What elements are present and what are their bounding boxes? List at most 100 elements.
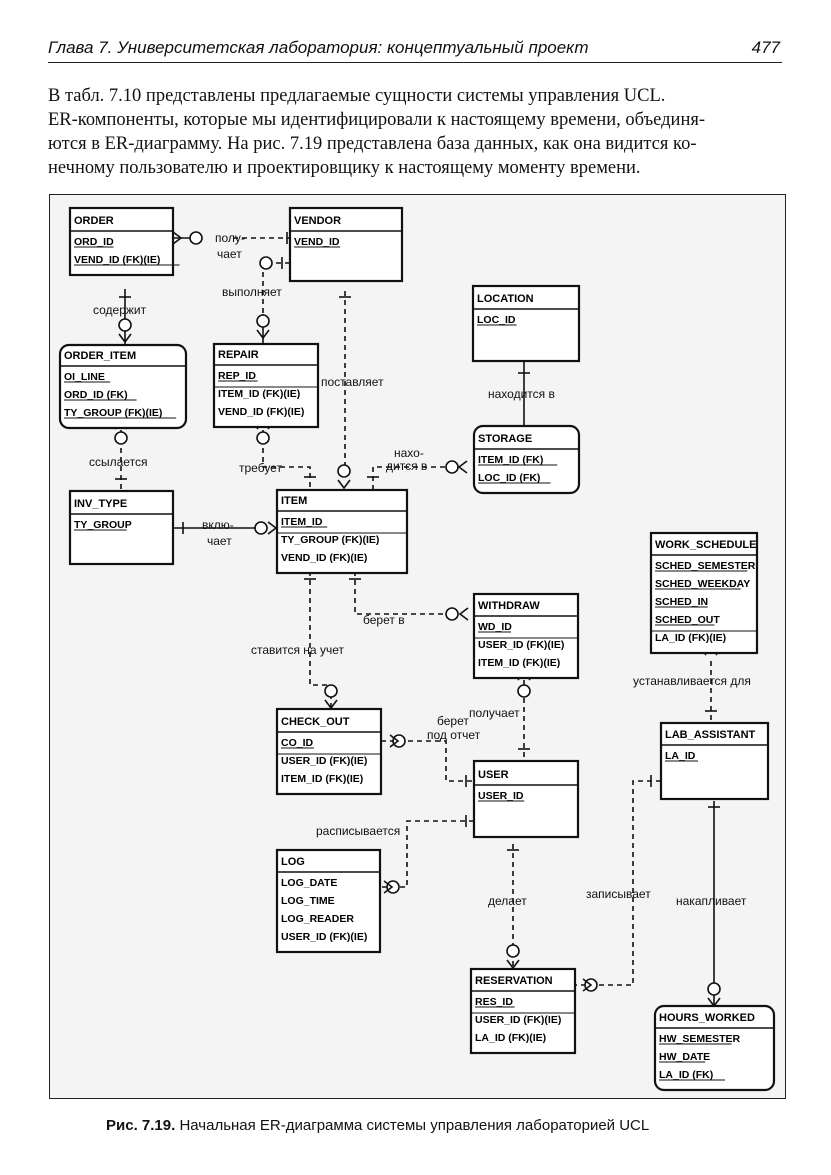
- entity-name: HOURS_WORKED: [659, 1012, 755, 1024]
- relationship-line: [262, 421, 311, 490]
- intro-line: ER-компоненты, которые мы идентифицирова…: [48, 110, 706, 130]
- crows-foot: [389, 734, 400, 748]
- entity-attribute: HW_DATE: [659, 1051, 710, 1063]
- entity-attribute: LOG_DATE: [281, 877, 337, 889]
- relationship-label: записывает: [586, 887, 651, 901]
- entity-lab-assistant: LAB_ASSISTANT LA_ID: [659, 721, 770, 801]
- entity-name: INV_TYPE: [74, 498, 127, 510]
- entity-attribute: ITEM_ID (FK): [478, 454, 543, 466]
- optional-marker: [254, 521, 268, 535]
- entity-attribute: LOG_TIME: [281, 895, 335, 907]
- relationship-label: поставляет: [321, 375, 384, 389]
- relationship-line: [372, 466, 456, 490]
- optional-marker: [256, 314, 270, 328]
- optional-marker: [506, 944, 520, 958]
- crows-foot: [337, 479, 351, 490]
- optional-marker: [118, 318, 132, 332]
- entity-attribute: ITEM_ID: [281, 516, 323, 528]
- relationship-label: ссылается: [89, 455, 147, 469]
- relationship-label: чает: [217, 247, 242, 261]
- relationship-label: чает: [207, 534, 232, 548]
- crows-foot: [383, 880, 394, 894]
- intro-line: ются в ER-диаграмму. На рис. 7.19 предст…: [48, 134, 697, 154]
- entity-attribute: LA_ID: [665, 750, 696, 762]
- entity-name: REPAIR: [218, 349, 259, 361]
- running-header: Глава 7. Университетская лаборатория: ко…: [48, 36, 782, 63]
- entity-attribute: LOG_READER: [281, 913, 354, 925]
- relationship-label: дится в: [386, 459, 427, 473]
- intro-paragraph: В табл. 7.10 представлены предлагаемые с…: [48, 84, 786, 180]
- entity-location: LOCATION LOC_ID: [471, 284, 581, 363]
- relationship-label: вклю-: [202, 518, 234, 532]
- entity-name: STORAGE: [478, 433, 532, 445]
- entity-name: LAB_ASSISTANT: [665, 729, 756, 741]
- entity-attribute: VEND_ID (FK)(IE): [218, 406, 304, 418]
- relationship-label: полу-: [215, 231, 245, 245]
- entity-attribute: VEND_ID: [294, 236, 340, 248]
- entity-name: CHECK_OUT: [281, 716, 350, 728]
- optional-marker: [114, 431, 128, 445]
- entity-attribute: USER_ID (FK)(IE): [478, 639, 564, 651]
- entity-attribute: SCHED_OUT: [655, 614, 720, 626]
- optional-marker: [324, 684, 338, 698]
- relationship-label: делает: [488, 894, 527, 908]
- crows-foot: [256, 329, 270, 340]
- optional-marker: [445, 607, 459, 621]
- entity-attribute: OI_LINE: [64, 371, 105, 383]
- entity-attribute: USER_ID (FK)(IE): [475, 1014, 561, 1026]
- entity-attribute: ITEM_ID (FK)(IE): [281, 773, 363, 785]
- entity-attribute: TY_GROUP: [74, 519, 132, 531]
- relationship-label: выполняет: [222, 285, 282, 299]
- optional-marker: [259, 256, 273, 270]
- entity-name: WITHDRAW: [478, 600, 540, 612]
- entity-attribute: RES_ID: [475, 996, 513, 1008]
- entity-attribute: LA_ID (FK)(IE): [475, 1032, 546, 1044]
- entity-attribute: VEND_ID (FK)(IE): [281, 552, 367, 564]
- relationship-label: устанавливается для: [633, 674, 751, 688]
- relationship-label: берет: [437, 714, 469, 728]
- entity-attribute: CO_ID: [281, 737, 314, 749]
- entity-attribute: USER_ID (FK)(IE): [281, 931, 367, 943]
- entity-log: LOG LOG_DATE LOG_TIME LOG_READER USER_ID (FK…: [275, 848, 382, 954]
- caption-label: Рис. 7.19.: [106, 1117, 176, 1134]
- relationship-label: получает: [469, 706, 520, 720]
- optional-marker: [517, 684, 531, 698]
- relationship-line: [575, 780, 661, 986]
- entity-attribute: HW_SEMESTER: [659, 1033, 741, 1045]
- relationship-label: берет в: [363, 613, 405, 627]
- relationship-label: нахо-: [394, 446, 424, 460]
- entity-attribute: REP_ID: [218, 370, 256, 382]
- crows-foot: [582, 978, 593, 992]
- entity-attribute: LOC_ID (FK): [478, 472, 540, 484]
- crows-foot: [267, 521, 278, 535]
- entity-name: LOCATION: [477, 293, 534, 305]
- relationship-label: под отчет: [427, 728, 481, 742]
- entity-attribute: ORD_ID: [74, 236, 114, 248]
- entity-name: LOG: [281, 856, 305, 868]
- entity-name: WORK_SCHEDULE: [655, 539, 756, 551]
- entity-vendor: VENDOR VEND_ID: [288, 206, 404, 283]
- crows-foot: [118, 333, 132, 344]
- entity-attribute: TY_GROUP (FK)(IE): [64, 407, 162, 419]
- entity-attribute: SCHED_SEMESTER: [655, 560, 756, 572]
- entity-attribute: VEND_ID (FK)(IE): [74, 254, 160, 266]
- entity-attribute: LOC_ID: [477, 314, 516, 326]
- relationship-line: [381, 740, 474, 782]
- relationship-label: накапливает: [676, 894, 747, 908]
- entity-name: VENDOR: [294, 215, 341, 227]
- relationship-label: находится в: [488, 387, 555, 401]
- crows-foot: [458, 607, 469, 621]
- chapter-title: Глава 7. Университетская лаборатория: ко…: [48, 38, 589, 57]
- intro-line: В табл. 7.10 представлены предлагаемые с…: [48, 86, 666, 106]
- relationship-line: [354, 571, 456, 615]
- entity-order: ORDER ORD_ID VEND_ID (FK)(IE): [68, 206, 180, 277]
- entity-name: ORDER: [74, 215, 114, 227]
- entity-attribute: ITEM_ID (FK)(IE): [218, 388, 300, 400]
- entity-attribute: SCHED_WEEKDAY: [655, 578, 750, 590]
- relationship-label: ставится на учет: [251, 643, 344, 657]
